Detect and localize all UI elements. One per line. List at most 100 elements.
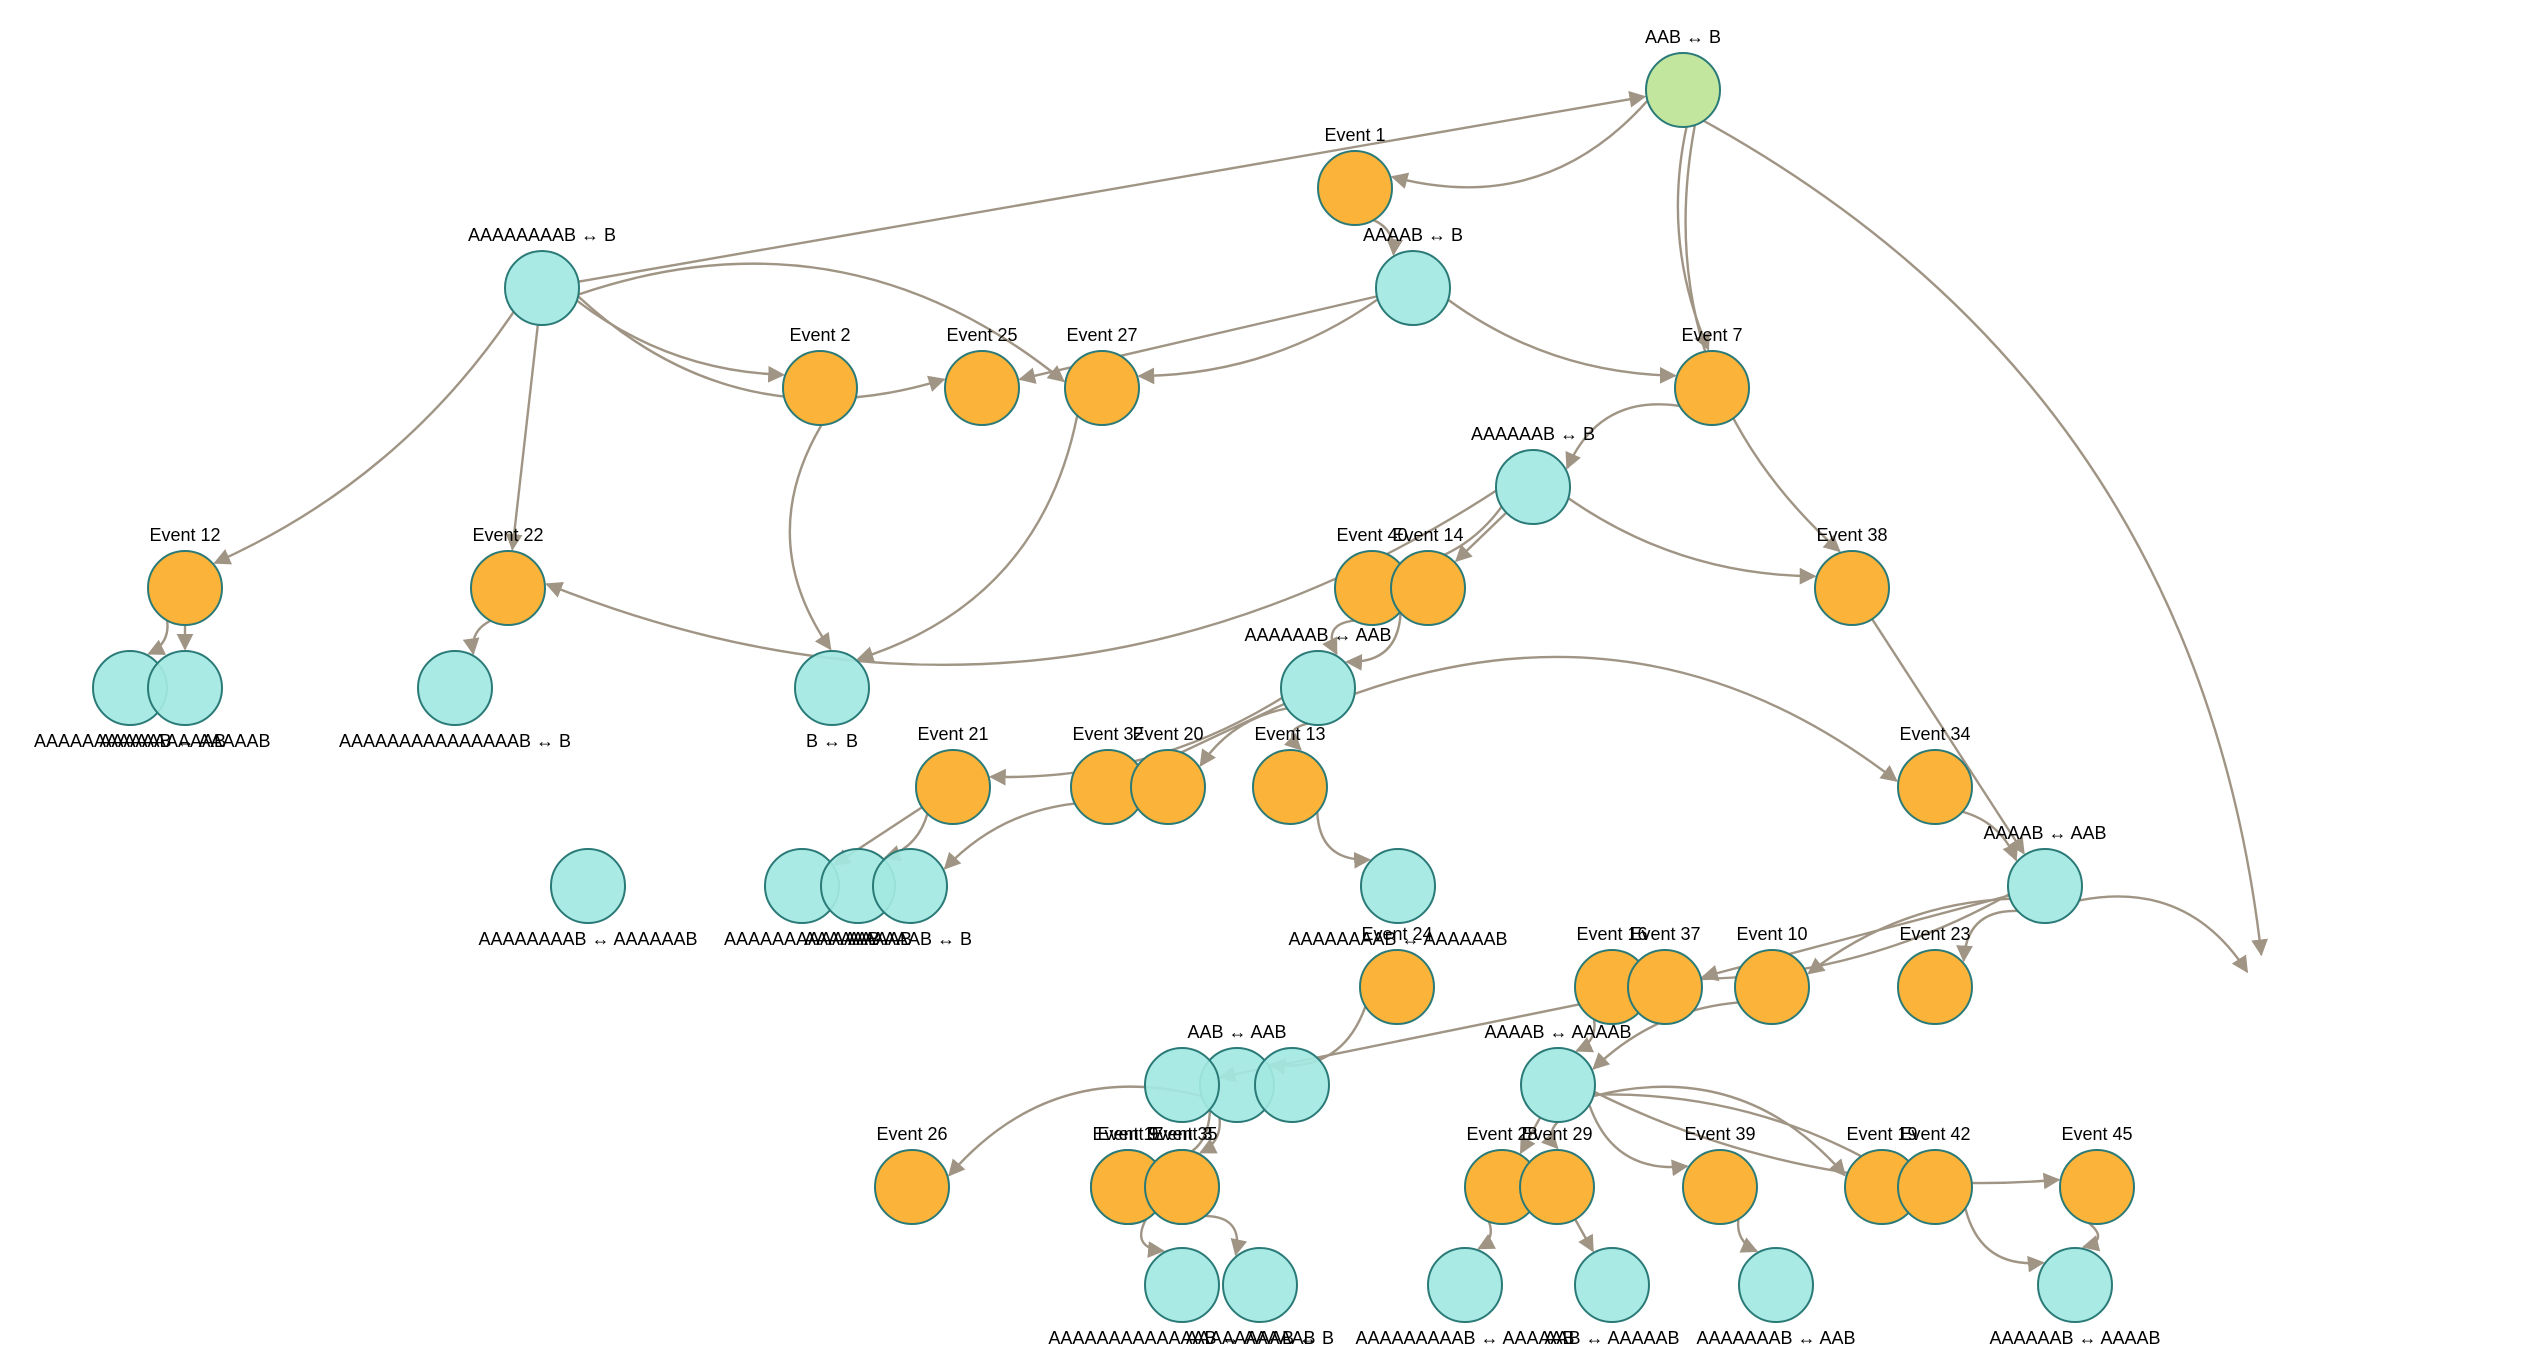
- state-node-circle[interactable]: [2007, 848, 2083, 924]
- event-node-circle[interactable]: [944, 350, 1020, 426]
- node-e10[interactable]: Event 10: [1734, 924, 1810, 1025]
- state-node-circle[interactable]: [504, 250, 580, 326]
- event-node-circle[interactable]: [1317, 150, 1393, 226]
- node-s_b5[interactable]: AAAAAAAB ↔ AAB: [1696, 1247, 1856, 1348]
- node-s_a4a4[interactable]: AAAAB ↔ AAAAB: [1484, 1022, 1632, 1123]
- event-node-circle[interactable]: [1897, 749, 1973, 825]
- state-node-circle[interactable]: [1738, 1247, 1814, 1323]
- event-node-circle[interactable]: [915, 749, 991, 825]
- node-s_b3[interactable]: AAAAAAAAAB ↔ AAAAAB: [1355, 1247, 1575, 1348]
- node-e13[interactable]: Event 13: [1252, 724, 1328, 825]
- event-node-circle[interactable]: [1144, 1149, 1220, 1225]
- state-node-circle[interactable]: [1375, 250, 1451, 326]
- node-s_a4b[interactable]: AAAAB ↔ B: [1363, 225, 1463, 326]
- node-s_a6aab[interactable]: AAAAAAB ↔ AAB: [1244, 625, 1392, 726]
- node-s_aabl[interactable]: [1144, 1047, 1220, 1123]
- node-s_aabr[interactable]: [1254, 1047, 1330, 1123]
- state-node-circle[interactable]: [872, 848, 948, 924]
- node-e21[interactable]: Event 21: [915, 724, 991, 825]
- state-node-circle[interactable]: [1574, 1247, 1650, 1323]
- event-node-circle[interactable]: [782, 350, 858, 426]
- node-e38[interactable]: Event 38: [1814, 525, 1890, 626]
- event-node-circle[interactable]: [2059, 1149, 2135, 1225]
- event-node-circle[interactable]: [470, 550, 546, 626]
- node-s_b1[interactable]: AAAAAAAAAAAAAB ↔ AAAAAB: [1048, 1247, 1316, 1348]
- node-s_b4[interactable]: AAB ↔ AAAAAB: [1544, 1247, 1680, 1348]
- node-s_a6b[interactable]: AAAAAAB ↔ B: [1471, 424, 1595, 525]
- state-node-circle[interactable]: [1254, 1047, 1330, 1123]
- node-e45[interactable]: Event 45: [2059, 1124, 2135, 1225]
- node-e39[interactable]: Event 39: [1682, 1124, 1758, 1225]
- event-node-circle[interactable]: [874, 1149, 950, 1225]
- node-s_m2[interactable]: AAAAAAAAAAAAB: [724, 848, 880, 949]
- event-node-circle[interactable]: [147, 550, 223, 626]
- node-s_a8b[interactable]: AAAAAAAAB ↔ B: [468, 225, 616, 326]
- state-node-circle[interactable]: [1495, 449, 1571, 525]
- state-node-circle[interactable]: [1360, 848, 1436, 924]
- state-node-circle[interactable]: [417, 650, 493, 726]
- event-node-circle[interactable]: [1064, 350, 1140, 426]
- event-node-circle[interactable]: [1682, 1149, 1758, 1225]
- node-e12[interactable]: Event 12: [147, 525, 223, 626]
- event-node-circle[interactable]: [1897, 949, 1973, 1025]
- root-node-circle[interactable]: [1645, 52, 1721, 128]
- state-node-circle[interactable]: [2037, 1247, 2113, 1323]
- node-e29[interactable]: Event 29: [1519, 1124, 1595, 1225]
- state-node-circle[interactable]: [1144, 1047, 1220, 1123]
- node-e2[interactable]: Event 2: [782, 325, 858, 426]
- node-e42[interactable]: Event 42: [1897, 1124, 1973, 1225]
- node-s_a14b[interactable]: AAAAAAAAAAAAAAAB ↔ B: [339, 650, 571, 751]
- node-e22[interactable]: Event 22: [470, 525, 546, 626]
- node-root[interactable]: AAB ↔ B: [1645, 27, 1721, 128]
- state-node-circle[interactable]: [1280, 650, 1356, 726]
- node-e19[interactable]: Event 19: [1844, 1124, 1920, 1225]
- node-s_m5[interactable]: AAAAAAAAB ↔ AAAAAAB: [1288, 848, 1508, 949]
- state-node-circle[interactable]: [1427, 1247, 1503, 1323]
- event-node-circle[interactable]: [1252, 749, 1328, 825]
- node-s_b2[interactable]: AAAAAAAAB ↔ B: [1186, 1247, 1334, 1348]
- node-s_b6[interactable]: AAAAAAB ↔ AAAAB: [1989, 1247, 2161, 1348]
- node-s_l2[interactable]: AAAAAB ↔ AAAAAB: [99, 650, 271, 751]
- state-node-circle[interactable]: [1144, 1247, 1220, 1323]
- node-s_m1[interactable]: AAAAAAAAB ↔ AAAAAAB: [478, 848, 698, 949]
- state-node-circle[interactable]: [550, 848, 626, 924]
- node-e40[interactable]: Event 40: [1334, 525, 1410, 626]
- node-s_aabaab[interactable]: AAB ↔ AAB: [1187, 1022, 1287, 1123]
- node-e25[interactable]: Event 25: [944, 325, 1020, 426]
- node-label-s_m1: AAAAAAAAB ↔ AAAAAAB: [478, 929, 697, 949]
- node-e24[interactable]: Event 24: [1359, 924, 1435, 1025]
- event-node-circle[interactable]: [1814, 550, 1890, 626]
- event-node-circle[interactable]: [1390, 550, 1466, 626]
- node-e1[interactable]: Event 1: [1317, 125, 1393, 226]
- node-s_m3[interactable]: AAAAAAAAB: [804, 848, 912, 949]
- node-label-e13: Event 13: [1254, 724, 1325, 744]
- state-node-circle[interactable]: [147, 650, 223, 726]
- node-e16[interactable]: Event 16: [1574, 924, 1650, 1025]
- state-node-circle[interactable]: [1520, 1047, 1596, 1123]
- node-e37[interactable]: Event 37: [1627, 924, 1703, 1025]
- event-node-circle[interactable]: [1674, 350, 1750, 426]
- node-label-e17: Event 17: [1092, 1124, 1163, 1144]
- node-e28[interactable]: Event 28: [1464, 1124, 1540, 1225]
- node-s_m4[interactable]: AAAAAAB ↔ B: [848, 848, 972, 949]
- node-e20[interactable]: Event 20: [1130, 724, 1206, 825]
- node-e3[interactable]: Event 3: [1144, 1124, 1220, 1225]
- node-s_l1[interactable]: AAAAAAAAAAAAAAAB: [34, 650, 226, 751]
- node-s_bb[interactable]: B ↔ B: [794, 650, 870, 751]
- event-node-circle[interactable]: [1627, 949, 1703, 1025]
- event-node-circle[interactable]: [1359, 949, 1435, 1025]
- node-e27[interactable]: Event 27: [1064, 325, 1140, 426]
- node-e14[interactable]: Event 14: [1390, 525, 1466, 626]
- event-node-circle[interactable]: [1734, 949, 1810, 1025]
- node-s_a4aab[interactable]: AAAAB ↔ AAB: [1983, 823, 2107, 924]
- node-e32[interactable]: Event 32: [1070, 724, 1146, 825]
- state-node-circle[interactable]: [1222, 1247, 1298, 1323]
- node-e23[interactable]: Event 23: [1897, 924, 1973, 1025]
- state-node-circle[interactable]: [794, 650, 870, 726]
- event-node-circle[interactable]: [1519, 1149, 1595, 1225]
- node-e34[interactable]: Event 34: [1897, 724, 1973, 825]
- node-e7[interactable]: Event 7: [1674, 325, 1750, 426]
- event-node-circle[interactable]: [1897, 1149, 1973, 1225]
- node-e26[interactable]: Event 26: [874, 1124, 950, 1225]
- event-node-circle[interactable]: [1130, 749, 1206, 825]
